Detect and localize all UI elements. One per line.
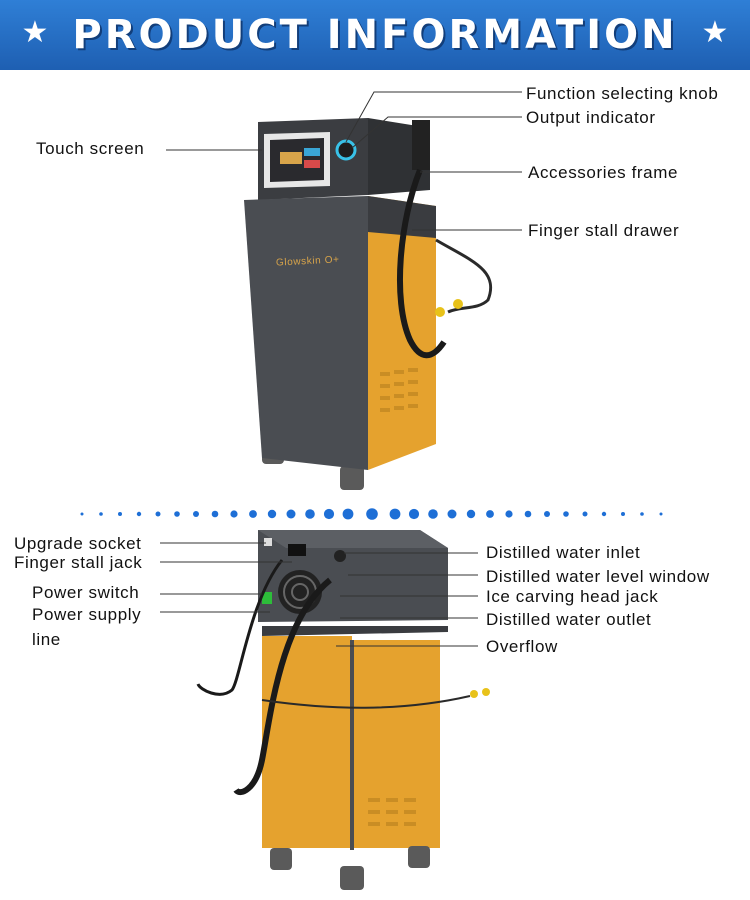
label-power-switch: Power switch [32, 583, 140, 602]
label-upgrade-socket: Upgrade socket [14, 534, 142, 553]
label-finger-jack: Finger stall jack [14, 553, 143, 572]
label-ice-jack: Ice carving head jack [486, 587, 659, 606]
banner-title: PRODUCT INFORMATION [72, 12, 678, 58]
label-accessories-frame: Accessories frame [528, 163, 679, 182]
label-touch-screen: Touch screen [36, 139, 145, 158]
label-water-level: Distilled water level window [486, 567, 710, 586]
label-function-knob: Function selecting knob [526, 84, 719, 103]
star-icon: ★ [701, 16, 729, 49]
label-water-inlet: Distilled water inlet [486, 543, 641, 562]
label-power-supply-line: line [32, 630, 61, 649]
label-finger-drawer: Finger stall drawer [528, 221, 680, 240]
label-output-indicator: Output indicator [526, 108, 656, 127]
label-water-outlet: Distilled water outlet [486, 610, 652, 629]
label-overflow: Overflow [486, 637, 558, 656]
star-icon: ★ [21, 16, 49, 49]
label-power-supply: Power supply [32, 605, 142, 624]
title-banner: ★ PRODUCT INFORMATION ★ [0, 0, 750, 70]
